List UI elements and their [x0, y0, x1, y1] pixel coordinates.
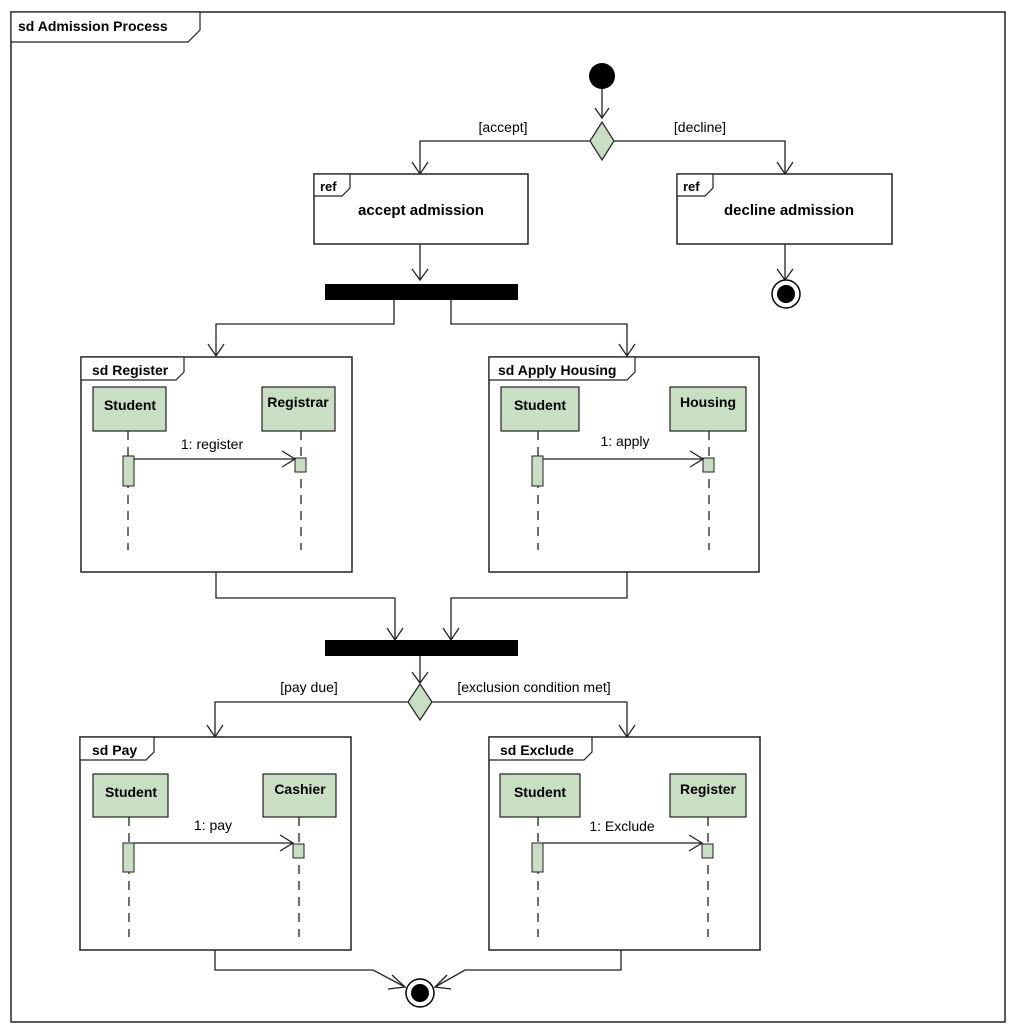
lifeline-head-register [669, 773, 747, 818]
arrowhead [411, 268, 429, 282]
frame-sd-register: sd Register Student Registrar 1: registe… [80, 356, 353, 573]
activation-bar [294, 457, 307, 473]
join-bar [325, 640, 518, 656]
lifeline-name: Student [104, 397, 156, 413]
activation-bar [122, 455, 135, 487]
guard-pay-due: [pay due] [280, 679, 338, 695]
frame-title: sd Register [92, 362, 169, 378]
flow-fork-to-housing [450, 300, 628, 356]
decision-node-admission [589, 120, 615, 162]
frame-sd-pay: sd Pay Student Cashier 1: pay [79, 736, 352, 951]
guard-accept: [accept] [478, 119, 527, 135]
arrowhead [594, 107, 610, 120]
frame-title: sd Pay [92, 742, 137, 758]
ref-tab [313, 173, 351, 197]
lifeline-name: Student [514, 397, 566, 413]
message-label: 1: register [181, 436, 244, 452]
frame-tab [79, 736, 155, 761]
frame-tab [80, 356, 185, 381]
initial-node [589, 63, 615, 89]
guard-exclusion: [exclusion condition met] [457, 679, 610, 695]
fork-bar [325, 284, 518, 300]
guard-decline: [decline] [674, 119, 726, 135]
final-node-decline-inner [777, 285, 795, 303]
message-arrowhead [688, 834, 704, 852]
lifeline-name: Register [680, 781, 737, 797]
message-arrowhead [689, 450, 705, 468]
activation-bar [531, 842, 544, 873]
ref-accept-label: accept admission [358, 202, 484, 219]
arrowhead [433, 974, 452, 990]
message-label: 1: apply [600, 433, 649, 449]
ref-keyword: ref [683, 179, 700, 194]
message-arrowhead [281, 450, 297, 468]
flow-pay-to-final [214, 950, 406, 988]
lifeline-head-student [92, 386, 167, 432]
flow-exclude-to-final [434, 950, 622, 988]
message-arrowhead [279, 834, 295, 852]
outer-frame-title: sd Admission Process [18, 18, 168, 34]
final-node-inner [411, 984, 429, 1002]
activation-bar [292, 843, 305, 859]
message-label: 1: pay [194, 817, 232, 833]
flow-accept [419, 140, 590, 174]
activation-bar [122, 842, 135, 873]
activation-bar [702, 457, 715, 473]
flow-decline [614, 140, 786, 174]
frame-sd-exclude: sd Exclude Student Register 1: Exclude [488, 736, 761, 951]
frame-sd-apply-housing: sd Apply Housing Student Housing 1: appl… [488, 356, 760, 573]
lifeline-name: Cashier [274, 781, 326, 797]
lifeline-name: Registrar [267, 394, 329, 410]
flow-housing-to-join [450, 572, 628, 640]
lifeline-head-student [92, 773, 169, 818]
activation-bar [531, 455, 544, 487]
outer-frame-tab [10, 11, 201, 43]
flow-fork-to-register [215, 300, 395, 356]
lifeline-head-registrar [261, 386, 336, 432]
activation-bar [701, 843, 714, 859]
message-label: 1: Exclude [589, 818, 655, 834]
decision-node-payment [407, 682, 433, 722]
lifeline-head-cashier [262, 773, 337, 818]
arrowhead [207, 343, 225, 358]
ref-decline-label: decline admission [724, 202, 854, 219]
lifeline-head-housing [669, 386, 747, 432]
frame-tab [488, 736, 593, 761]
frame-tab [488, 356, 636, 381]
flow-register-to-join [215, 572, 396, 640]
ref-tab [676, 173, 714, 197]
frame-title: sd Exclude [500, 742, 574, 758]
frame-title: sd Apply Housing [498, 362, 616, 378]
lifeline-head-student [500, 386, 580, 432]
lifeline-head-student [499, 773, 581, 818]
lifeline-name: Housing [680, 394, 736, 410]
arrowhead [387, 974, 407, 990]
arrowhead [618, 343, 636, 358]
lifeline-name: Student [105, 784, 157, 800]
lifeline-name: Student [514, 784, 566, 800]
flow-pay-due [214, 701, 408, 737]
flow-exclusion [432, 701, 628, 737]
ref-keyword: ref [320, 179, 337, 194]
